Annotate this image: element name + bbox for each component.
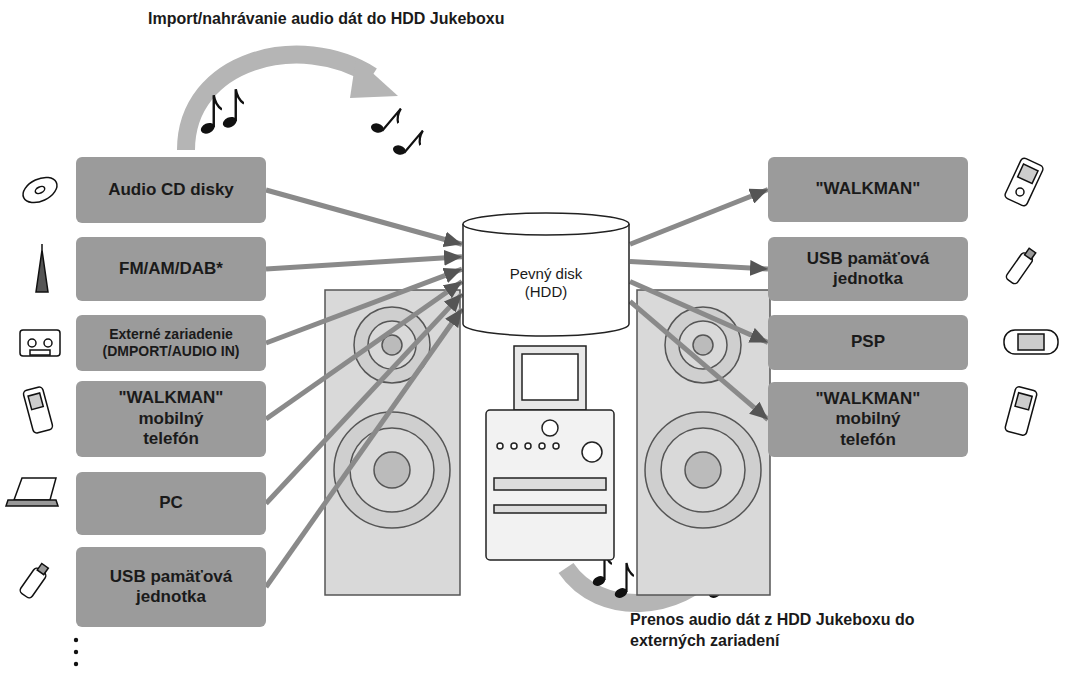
device-label: FM/AM/DAB* [119, 259, 223, 279]
device-box: FM/AM/DAB* [76, 237, 266, 301]
device-label: "WALKMAN" mobilný telefón [808, 389, 928, 450]
source-icons [6, 172, 61, 599]
device-box: "WALKMAN" mobilný telefón [768, 382, 968, 457]
diagram-caption: Prenos audio dát z HDD Jukeboxu do exter… [630, 610, 930, 652]
device-box: PC [76, 472, 266, 535]
device-box: USB pamäťová jednotka [76, 547, 266, 627]
import-arrow [186, 55, 429, 164]
transfer-arrow [266, 257, 462, 269]
device-label: USB pamäťová jednotka [803, 249, 933, 290]
target-icons [1004, 157, 1058, 436]
transfer-arrow [630, 301, 768, 419]
device-label: USB pamäťová jednotka [106, 567, 236, 608]
transfer-arrow [266, 294, 462, 504]
device-label: PC [159, 493, 183, 513]
disk-label: Pevný disk (HDD) [496, 265, 596, 301]
device-box: PSP [768, 315, 968, 370]
transfer-arrow [630, 262, 768, 269]
continuation-dots [74, 638, 78, 666]
transfer-arrow [630, 281, 768, 342]
device-box: "WALKMAN" [768, 157, 968, 222]
device-label: Externé zariadenie (DMPORT/AUDIO IN) [86, 326, 256, 360]
device-label: "WALKMAN" [816, 179, 921, 199]
transfer-arrow [266, 309, 462, 587]
device-box: Externé zariadenie (DMPORT/AUDIO IN) [76, 315, 266, 371]
transfer-arrow [266, 269, 462, 343]
diagram-title: Import/nahrávanie audio dát do HDD Jukeb… [148, 10, 505, 28]
device-label: "WALKMAN" mobilný telefón [111, 388, 231, 449]
transfer-arrow [630, 190, 768, 245]
transfer-arrow [266, 190, 462, 244]
device-label: Audio CD disky [108, 180, 234, 200]
device-box: USB pamäťová jednotka [768, 237, 968, 301]
jukebox-unit [486, 346, 614, 560]
hdd-cylinder: Pevný disk (HDD) [462, 212, 630, 336]
device-box: "WALKMAN" mobilný telefón [76, 381, 266, 457]
device-label: PSP [851, 332, 885, 352]
device-box: Audio CD disky [76, 157, 266, 223]
